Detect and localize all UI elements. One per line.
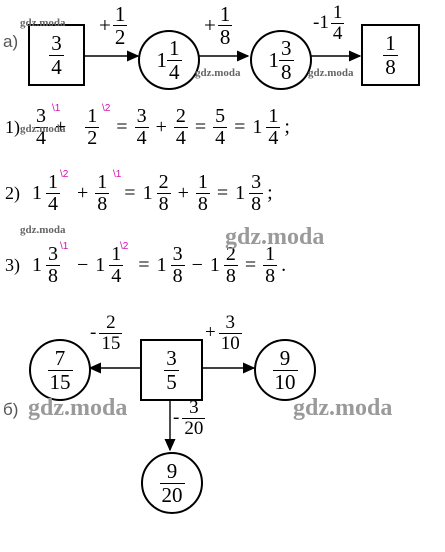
part-a-label: а): [3, 32, 19, 51]
part-b-label: б): [3, 400, 19, 419]
watermark: gdz.moda: [20, 123, 66, 135]
sup-s2-1: \2: [60, 169, 69, 180]
watermark: gdz.moda: [293, 395, 393, 421]
sup-s1-2: \2: [102, 103, 111, 114]
sup-s2-2: \1: [113, 169, 122, 180]
sup-s3-1: \1: [60, 241, 69, 252]
sup-s3-2: \2: [120, 241, 129, 252]
start-fraction: 3 4: [49, 31, 64, 79]
start-box: 3 4: [28, 24, 85, 86]
watermark: gdz.moda: [20, 17, 66, 29]
watermark: gdz.moda: [225, 224, 325, 250]
watermark: gdz.moda: [28, 395, 128, 421]
sup-s1-1: \1: [52, 103, 61, 114]
watermark: gdz.moda: [308, 67, 354, 79]
watermark: gdz.moda: [20, 224, 66, 236]
watermark: gdz.moda: [195, 67, 241, 79]
